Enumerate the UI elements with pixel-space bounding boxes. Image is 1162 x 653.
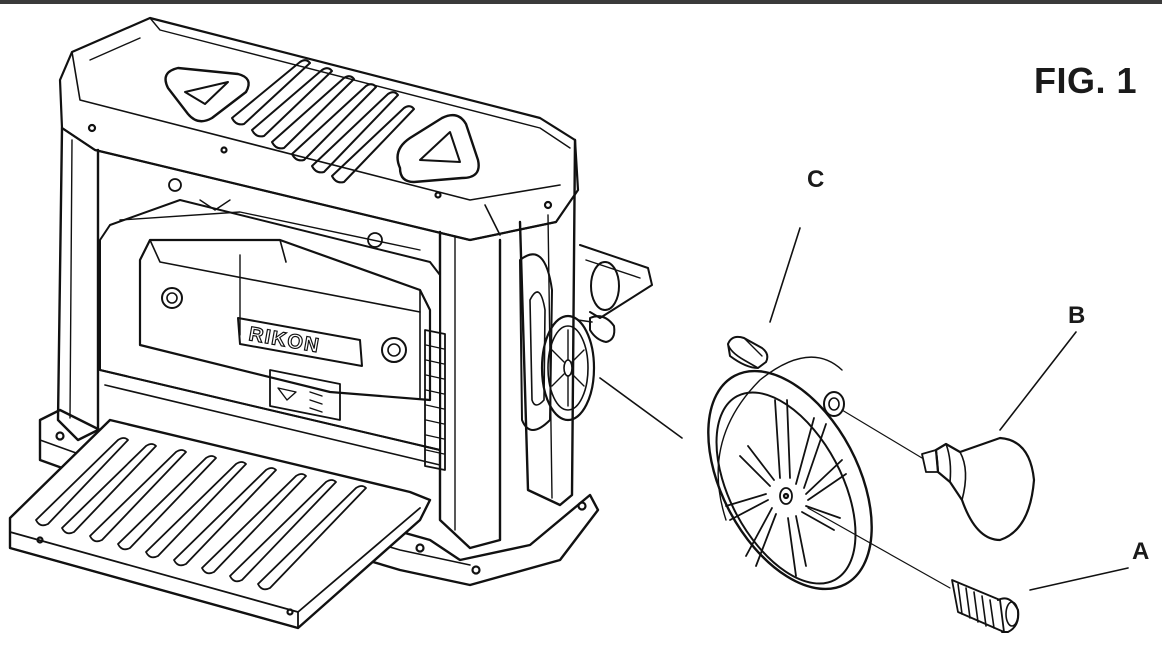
carry-handle-left: [164, 66, 250, 123]
front-left-post: [56, 126, 100, 442]
part-b-knob: [921, 436, 1036, 542]
leader-a-axis: [807, 507, 951, 589]
leader-b: [999, 331, 1077, 431]
motor-housing: [138, 238, 432, 402]
leader-a: [1029, 567, 1129, 591]
outfeed-table: [8, 418, 432, 630]
figure-title: FIG. 1: [1034, 60, 1138, 101]
handwheel-spokes: [725, 399, 847, 577]
leader-b-axis: [841, 409, 923, 459]
callout-label-c: C: [807, 166, 825, 193]
exploded-handwheel: [707, 356, 873, 591]
top-vent-slots: [231, 59, 415, 184]
top-border-rule: [0, 0, 1162, 4]
outfeed-table-grooves: [35, 437, 367, 591]
callout-label-b: B: [1068, 302, 1086, 329]
callout-label-a: A: [1132, 538, 1150, 565]
part-c-screw: [727, 335, 769, 369]
part-a-bolt: [951, 579, 1020, 633]
rear-right-post: [518, 138, 577, 507]
leader-c: [769, 227, 801, 323]
front-right-post: [438, 230, 502, 550]
assembly-leader-line: [599, 377, 683, 439]
motor-carriage: [99, 178, 446, 471]
carry-handle-right: [396, 113, 480, 184]
mounted-handwheel: [540, 261, 620, 422]
brand-plate: [237, 317, 363, 367]
